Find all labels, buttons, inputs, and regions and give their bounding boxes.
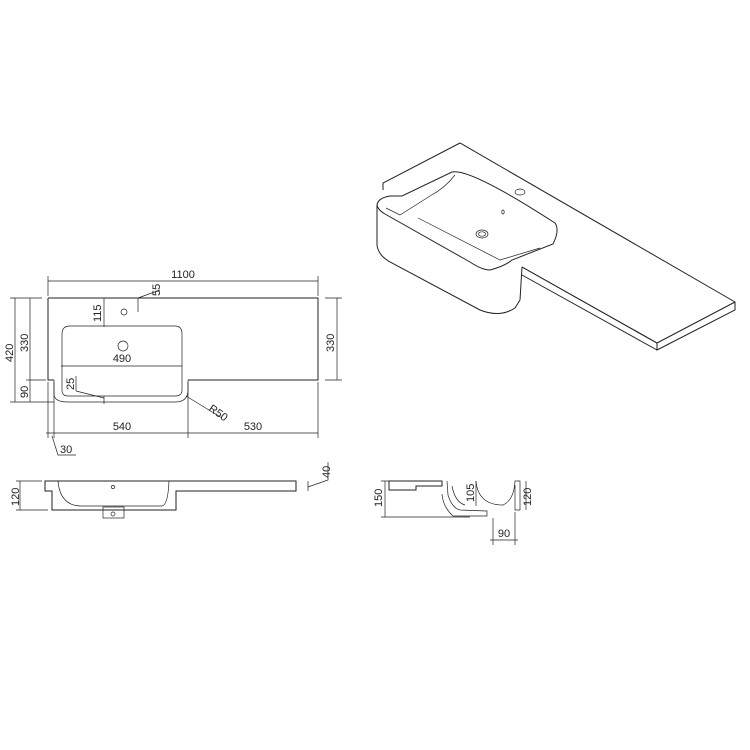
bowl-inner-floor-edge [417, 217, 541, 261]
dim-counter-depth-right: 330 [325, 334, 337, 352]
dim-counter-depth-left: 330 [19, 334, 31, 352]
overflow-icon [501, 209, 505, 215]
dim-bowl-section-width: 540 [113, 421, 131, 433]
dim-overall-width: 1100 [171, 269, 195, 281]
dim-counter-section-width: 530 [244, 421, 262, 433]
dim-bowl-width: 490 [113, 353, 131, 365]
dim-edge-offset: 30 [60, 444, 72, 456]
dim-side-total-height: 150 [373, 489, 385, 507]
dim-bowl-depth: 105 [465, 484, 477, 502]
dim-waste-offset: 90 [498, 528, 510, 540]
tap-hole-icon [514, 188, 526, 196]
dim-overall-depth: 420 [4, 344, 16, 362]
drain-icon [117, 340, 129, 352]
front-elevation: 120 40 [10, 462, 333, 519]
bowl-front-face [376, 205, 523, 314]
bowl-outline [53, 380, 189, 403]
dim-tap-to-bowl: 115 [92, 304, 104, 322]
dim-tap-hole-offset: 55 [151, 284, 163, 296]
drain-icon [475, 229, 489, 239]
isometric-view [376, 142, 736, 351]
dim-front-height: 120 [10, 488, 22, 506]
countertop-outline [382, 142, 736, 351]
dim-bowl-projection: 90 [19, 386, 31, 398]
countertop-bottom-edge [521, 274, 658, 351]
side-elevation: 150 105 120 90 [373, 480, 534, 545]
tap-hole-icon [120, 308, 128, 316]
dim-side-front-height: 120 [522, 488, 534, 506]
bowl-inner-back [385, 174, 456, 216]
dim-counter-thickness: 40 [321, 466, 333, 478]
waste-outlet [102, 506, 125, 519]
countertop-front-edge [521, 266, 736, 344]
dim-bowl-rim: 25 [65, 378, 77, 390]
plan-view: 1100 55 115 420 330 90 330 490 25 R50 54… [4, 269, 342, 456]
basin-inner [61, 325, 183, 397]
dim-corner-radius: R50 [206, 403, 229, 424]
countertop-outline [48, 297, 319, 381]
bowl-rim [376, 171, 558, 271]
